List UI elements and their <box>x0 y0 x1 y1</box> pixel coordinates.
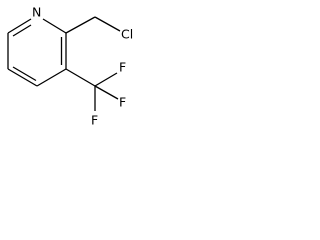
chloromethyl-group <box>65 16 121 34</box>
bond-c4-c5-inner <box>12 66 37 82</box>
bond-cf3-f2 <box>94 85 119 100</box>
atom-label-fluorine-1: F <box>119 60 126 75</box>
bond-cf3-f1 <box>94 72 118 87</box>
bond-c2-ch2 <box>65 16 96 34</box>
bond-c3-c4 <box>36 68 67 87</box>
chemical-structure-diagram: N Cl F F F <box>7 5 133 128</box>
trifluoromethyl-group <box>65 68 119 111</box>
bond-n1-c2 <box>42 18 67 34</box>
atom-label-fluorine-2: F <box>119 95 126 110</box>
bond-c6-n1-inner <box>12 24 32 37</box>
bond-c3-cf3 <box>65 68 96 87</box>
bond-c4-c5 <box>7 68 38 87</box>
pyridine-ring <box>7 18 67 87</box>
bond-ch2-cl <box>94 16 121 32</box>
atom-label-chlorine: Cl <box>121 27 133 42</box>
bond-c6-n1 <box>7 18 32 34</box>
atom-label-nitrogen: N <box>32 5 41 20</box>
atom-label-fluorine-3: F <box>91 113 98 128</box>
